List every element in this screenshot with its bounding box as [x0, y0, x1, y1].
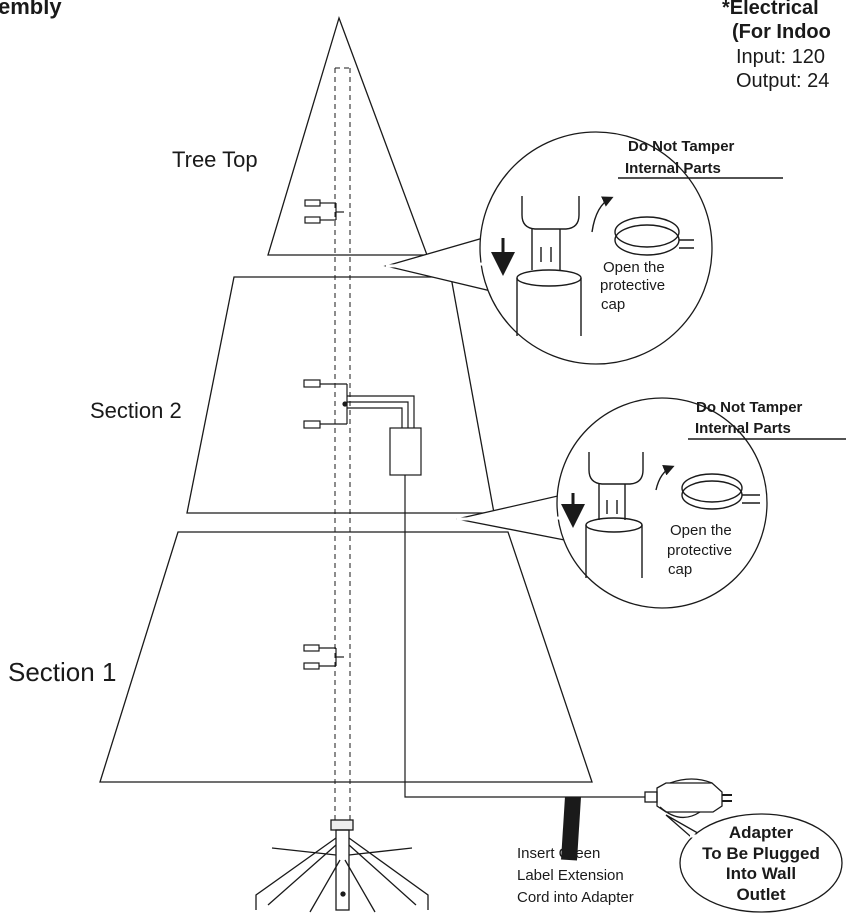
tree-top-connectors [304, 199, 344, 224]
adapter-bubble-line4: Outlet [736, 885, 785, 904]
warning-1-line2: Internal Parts [625, 160, 721, 177]
tree-top-label: Tree Top [172, 147, 258, 172]
callout-2-line2: protective [667, 542, 732, 559]
electrical-heading: *Electrical [722, 0, 819, 19]
extension-cord [561, 796, 581, 861]
adapter-bubble: Adapter To Be Plugged Into Wall Outlet [665, 813, 843, 913]
tree-stand [255, 819, 429, 913]
header-title-fragment: embly [0, 0, 62, 19]
adapter [644, 778, 732, 819]
callout-1: Open the protective cap [383, 131, 713, 365]
adapter-bubble-line1: Adapter [729, 823, 794, 842]
warning-1-line1: Do Not Tamper [628, 138, 735, 155]
adapter-bubble-line2: To Be Plugged [702, 844, 820, 863]
section-1-connectors [303, 644, 344, 670]
output-rating: Output: 24 [736, 70, 829, 92]
section-2-label: Section 2 [90, 398, 182, 423]
section-1-label: Section 1 [8, 657, 116, 687]
extension-note-line2: Label Extension [517, 867, 624, 884]
adapter-bubble-line3: Into Wall [726, 864, 796, 883]
callout-2: Open the protective cap [456, 397, 768, 609]
callout-2-line3: cap [668, 561, 692, 578]
section-2-connectors [303, 379, 645, 798]
callout-2-line1: Open the [670, 522, 732, 539]
extension-note-line1: Insert Green [517, 845, 600, 862]
input-rating: Input: 120 [736, 46, 825, 68]
section-2-outline [186, 276, 495, 514]
warning-2-line1: Do Not Tamper [696, 399, 803, 416]
center-pole [334, 67, 351, 822]
callout-1-line3: cap [601, 296, 625, 313]
indoor-heading: (For Indoo [732, 21, 831, 43]
callout-1-line2: protective [600, 277, 665, 294]
extension-note-line3: Cord into Adapter [517, 889, 634, 906]
warning-2-line2: Internal Parts [695, 420, 791, 437]
section-1-outline [99, 531, 593, 783]
tree-top-section [267, 15, 428, 256]
callout-1-line1: Open the [603, 259, 665, 276]
